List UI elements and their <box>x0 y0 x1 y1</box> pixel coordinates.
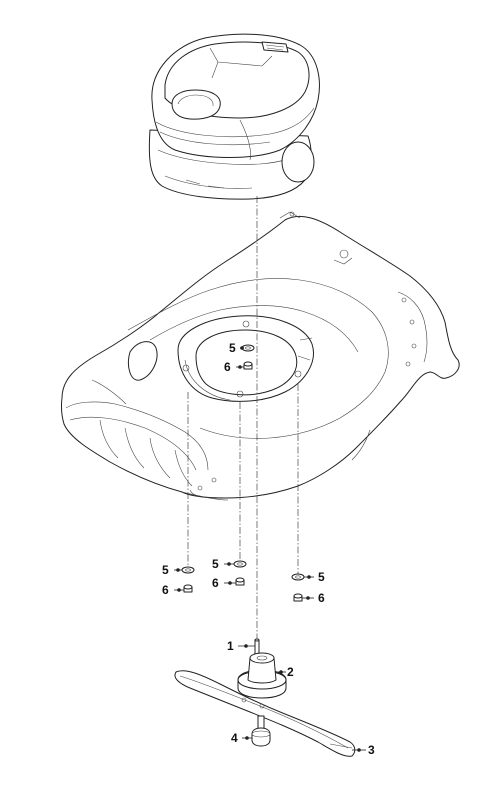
hardware-on-deck <box>241 344 255 370</box>
bolt <box>251 715 271 747</box>
callout-6-right: 6 <box>318 591 325 605</box>
hardware-below-deck <box>181 560 305 602</box>
callout-3: 3 <box>368 743 375 757</box>
callout-6-deck: 6 <box>224 360 231 374</box>
alignment-lines <box>187 196 299 640</box>
callout-4: 4 <box>231 731 238 745</box>
callout-5-left: 5 <box>162 563 169 577</box>
callout-5-right: 5 <box>318 570 325 584</box>
callout-6-middle: 6 <box>212 576 219 590</box>
callouts: 5 6 5 6 5 6 5 6 1 2 <box>162 341 375 757</box>
mower-deck <box>60 211 460 501</box>
motor-housing <box>148 33 320 200</box>
key-part <box>254 638 260 655</box>
callout-2: 2 <box>287 665 294 679</box>
callout-5-deck: 5 <box>229 341 236 355</box>
callout-1: 1 <box>227 639 234 653</box>
blade <box>174 670 356 757</box>
blade-adapter <box>237 652 287 699</box>
callout-6-left: 6 <box>162 583 169 597</box>
callout-5-middle: 5 <box>212 557 219 571</box>
